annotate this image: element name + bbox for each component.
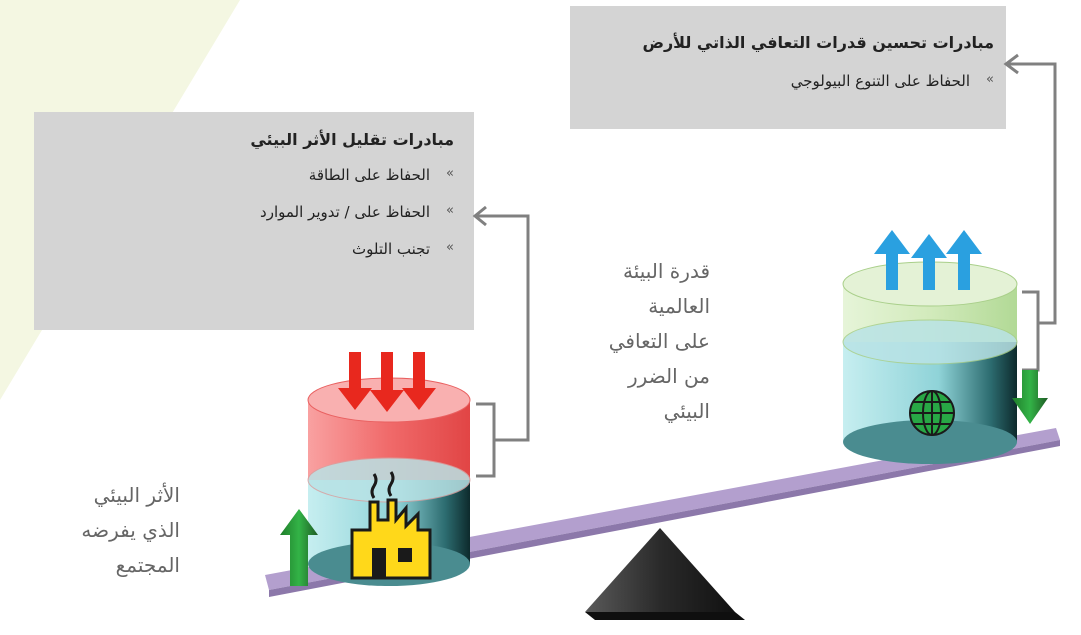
bullet: » xyxy=(446,166,454,181)
societal-impact-label: الأثر البيئي الذي يفرضه المجتمع xyxy=(60,478,180,583)
label-line: العالمية xyxy=(648,294,710,318)
label-line: من الضرر xyxy=(628,364,710,388)
label-line: الأثر البيئي xyxy=(93,483,180,507)
list-item: » الحفاظ على / تدوير الموارد xyxy=(34,203,454,221)
bullet: » xyxy=(986,72,994,87)
fulcrum xyxy=(585,528,735,612)
green-down-arrow-icon xyxy=(1012,370,1048,424)
label-line: على التعافي xyxy=(608,329,710,353)
global-capacity-label: قدرة البيئة العالمية على التعافي من الضر… xyxy=(560,254,710,429)
label-line: المجتمع xyxy=(115,553,180,577)
smoke-icon xyxy=(370,471,395,499)
bullet: » xyxy=(446,203,454,218)
list-item: » تجنب التلوث xyxy=(34,240,454,258)
list-item-label: الحفاظ على التنوع البيولوجي xyxy=(790,72,971,90)
bullet: » xyxy=(446,240,454,255)
red-down-arrows xyxy=(338,352,436,412)
reduce-impact-box: مبادرات تقليل الأثر البيئي » الحفاظ على ا… xyxy=(34,112,474,330)
globe-icon xyxy=(909,390,955,436)
list-item-label: الحفاظ على / تدوير الموارد xyxy=(260,203,431,221)
reduce-impact-title: مبادرات تقليل الأثر البيئي xyxy=(250,130,454,149)
label-line: البيئي xyxy=(663,399,710,423)
list-item: » الحفاظ على الطاقة xyxy=(34,166,454,184)
green-up-arrow-icon xyxy=(280,509,318,586)
list-item-label: تجنب التلوث xyxy=(352,240,431,258)
improve-recovery-title: مبادرات تحسين قدرات التعافي الذاتي للأرض xyxy=(642,33,994,52)
list-item-label: الحفاظ على الطاقة xyxy=(308,166,431,184)
blue-up-arrows xyxy=(874,230,982,290)
list-item: » الحفاظ على التنوع البيولوجي xyxy=(570,72,994,90)
factory-icon xyxy=(350,498,432,580)
connector-reduce xyxy=(472,205,530,478)
label-line: الذي يفرضه xyxy=(81,518,180,542)
label-line: قدرة البيئة xyxy=(622,259,710,283)
improve-recovery-box: مبادرات تحسين قدرات التعافي الذاتي للأرض… xyxy=(570,6,1006,129)
